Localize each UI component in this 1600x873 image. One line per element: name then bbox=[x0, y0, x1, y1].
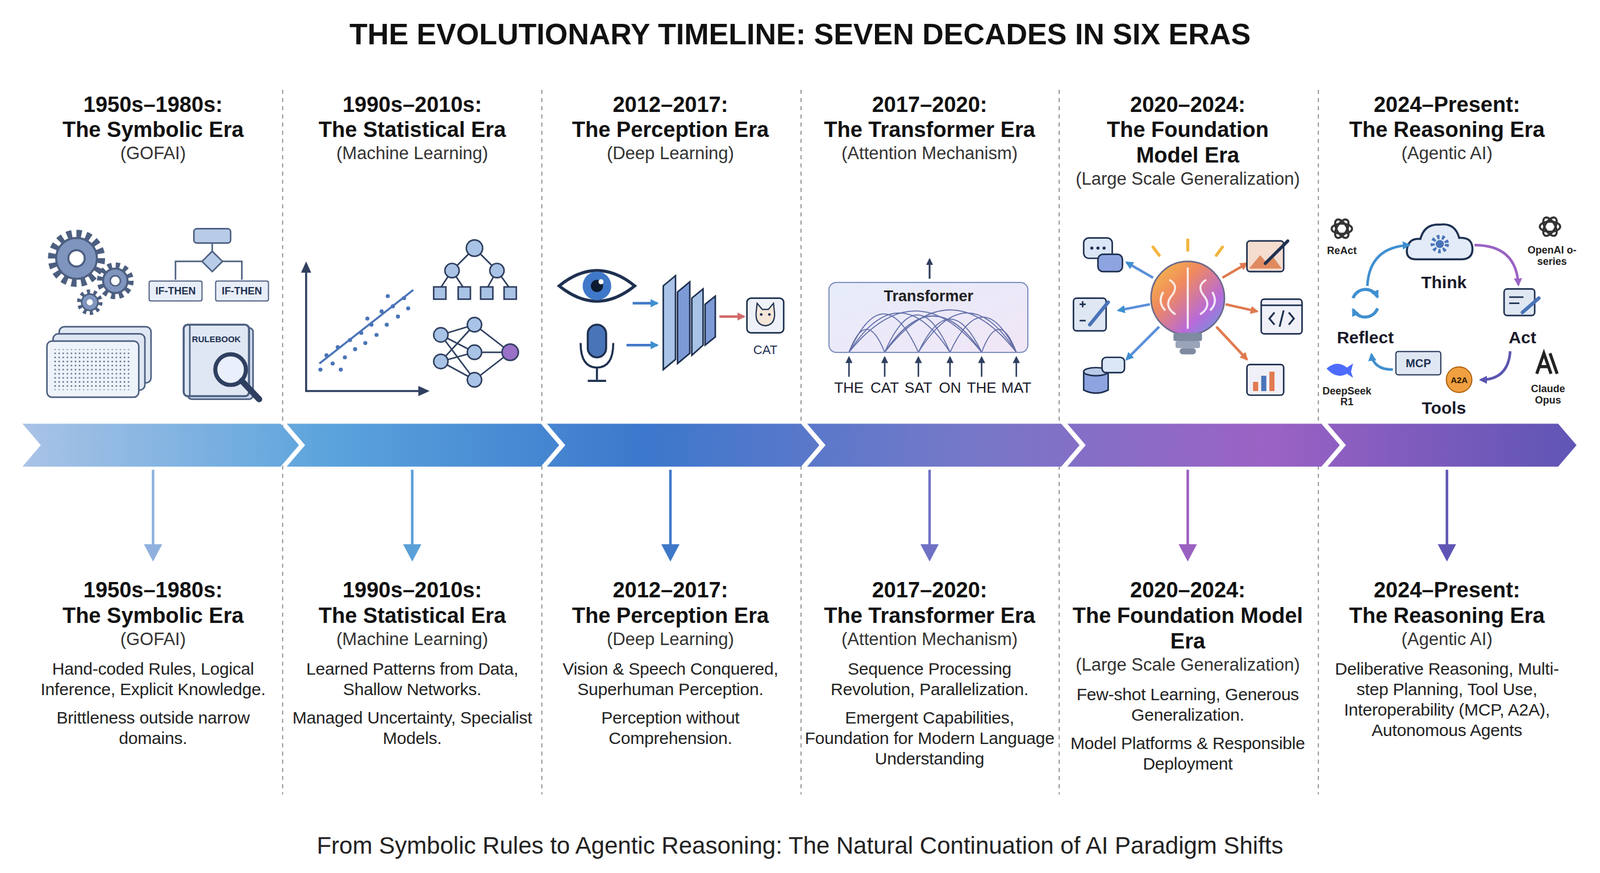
era-dates: 1990s–2010s: bbox=[287, 577, 538, 603]
era-subtitle: (GOFAI) bbox=[27, 142, 278, 165]
era-header-column: 2024–Present:The Reasoning Era(Agentic A… bbox=[1322, 92, 1573, 165]
era-dates: 2024–Present: bbox=[1322, 92, 1573, 118]
era-subtitle: (GOFAI) bbox=[27, 628, 278, 651]
era-subtitle: (Attention Mechanism) bbox=[804, 142, 1055, 165]
perception-icons bbox=[559, 270, 784, 381]
tool-box: MCP bbox=[1395, 351, 1441, 376]
era-description: Brittleness outside narrow domains. bbox=[27, 707, 278, 749]
diagram-title: THE EVOLUTIONARY TIMELINE: SEVEN DECADES… bbox=[0, 17, 1600, 52]
protocol-badge: A2A bbox=[1446, 366, 1473, 394]
rule-box: IF-THEN bbox=[214, 280, 269, 302]
reasoning-icons bbox=[1326, 215, 1561, 381]
era-subtitle: (Agentic AI) bbox=[1322, 142, 1573, 165]
symbolic-icons bbox=[47, 228, 260, 399]
era-description: Deliberative Reasoning, Multi-step Plann… bbox=[1322, 658, 1573, 741]
era-name: The Foundation Model Era bbox=[1062, 602, 1313, 654]
era-description: Model Platforms & Responsible Deployment bbox=[1062, 732, 1313, 774]
era-name: The Perception Era bbox=[545, 602, 796, 629]
statistical-icons bbox=[301, 239, 519, 397]
era-name: The Foundation Model Era bbox=[1079, 117, 1296, 169]
cycle-step-label: Tools bbox=[1421, 397, 1466, 419]
era-summary-column: 2017–2020:The Transformer Era(Attention … bbox=[804, 577, 1055, 769]
era-name: The Statistical Era bbox=[287, 117, 538, 143]
era-header-column: 2020–2024:The Foundation Model Era(Large… bbox=[1062, 92, 1313, 191]
logo-label: OpenAI o-series bbox=[1516, 244, 1589, 268]
era-dates: 1990s–2010s: bbox=[287, 92, 538, 118]
cycle-step-label: Reflect bbox=[1336, 327, 1394, 348]
era-subtitle: (Attention Mechanism) bbox=[804, 628, 1055, 651]
era-name: The Reasoning Era bbox=[1322, 117, 1573, 143]
era-dates: 1950s–1980s: bbox=[27, 577, 278, 603]
era-dates: 2012–2017: bbox=[545, 92, 796, 118]
era-header-column: 1990s–2010s:The Statistical Era(Machine … bbox=[287, 92, 538, 165]
era-summary-column: 2024–Present:The Reasoning Era(Agentic A… bbox=[1322, 577, 1573, 740]
cycle-step-label: Think bbox=[1421, 272, 1467, 293]
token-label: MAT bbox=[1001, 378, 1032, 397]
era-description: Perception without Comprehension. bbox=[545, 707, 796, 749]
era-header-column: 2012–2017:The Perception Era(Deep Learni… bbox=[545, 92, 796, 165]
era-description: Emergent Capabilities, Foundation for Mo… bbox=[804, 707, 1055, 769]
token-label: THE bbox=[834, 378, 864, 397]
era-dates: 2017–2020: bbox=[804, 92, 1055, 118]
era-header-column: 1950s–1980s:The Symbolic Era(GOFAI) bbox=[27, 92, 278, 165]
era-name: The Statistical Era bbox=[287, 602, 538, 629]
era-summary-column: 1990s–2010s:The Statistical Era(Machine … bbox=[287, 577, 538, 748]
node-text: IF-THEN bbox=[221, 284, 262, 297]
token-label: THE bbox=[967, 378, 997, 397]
era-subtitle: (Deep Learning) bbox=[545, 142, 796, 165]
era-dates: 2024–Present: bbox=[1322, 577, 1573, 603]
era-description: Few-shot Learning, Generous Generalizati… bbox=[1062, 684, 1313, 725]
token-label: CAT bbox=[870, 378, 899, 397]
icon-label: RULEBOOK bbox=[192, 334, 241, 344]
icon-label: CAT bbox=[753, 342, 778, 358]
diagram-caption: From Symbolic Rules to Agentic Reasoning… bbox=[0, 831, 1600, 860]
era-name: The Transformer Era bbox=[804, 602, 1055, 629]
transformer-box: Transformer bbox=[828, 281, 1029, 354]
foundation-icons bbox=[1073, 238, 1302, 396]
era-description: Hand-coded Rules, Logical Inference, Exp… bbox=[27, 658, 278, 700]
era-summary-column: 1950s–1980s:The Symbolic Era(GOFAI) Hand-… bbox=[27, 577, 278, 748]
era-name: The Reasoning Era bbox=[1322, 602, 1573, 629]
era-description: Sequence Processing Revolution, Parallel… bbox=[804, 658, 1055, 700]
era-description: Vision & Speech Conquered, Superhuman Pe… bbox=[545, 658, 796, 700]
era-subtitle: (Agentic AI) bbox=[1322, 628, 1573, 651]
era-dates: 2017–2020: bbox=[804, 577, 1055, 603]
era-subtitle: (Machine Learning) bbox=[287, 142, 538, 165]
era-name: The Symbolic Era bbox=[27, 117, 278, 143]
logo-label: DeepSeek R1 bbox=[1318, 385, 1376, 409]
era-subtitle: (Large Scale Generalization) bbox=[1062, 168, 1313, 191]
token-label: SAT bbox=[904, 378, 933, 397]
node-text: MCP bbox=[1405, 356, 1431, 370]
era-dates: 2020–2024: bbox=[1062, 577, 1313, 603]
era-subtitle: (Large Scale Generalization) bbox=[1062, 653, 1313, 677]
era-summary-column: 2020–2024:The Foundation Model Era(Large… bbox=[1062, 577, 1313, 774]
rule-box: IF-THEN bbox=[148, 280, 203, 302]
timeline-chevrons bbox=[22, 423, 1577, 467]
era-summary-column: 2012–2017:The Perception Era(Deep Learni… bbox=[545, 577, 796, 748]
logo-label: ReAct bbox=[1327, 245, 1357, 257]
era-description: Managed Uncertainty, Specialist Models. bbox=[287, 707, 538, 749]
era-dates: 2012–2017: bbox=[545, 577, 796, 603]
node-text: A2A bbox=[1450, 375, 1468, 385]
era-description: Learned Patterns from Data, Shallow Netw… bbox=[287, 658, 538, 700]
cycle-step-label: Act bbox=[1508, 327, 1536, 348]
era-subtitle: (Deep Learning) bbox=[545, 628, 796, 651]
down-arrows bbox=[143, 469, 1457, 562]
node-text: IF-THEN bbox=[155, 284, 196, 297]
era-dates: 1950s–1980s: bbox=[27, 92, 278, 118]
era-subtitle: (Machine Learning) bbox=[287, 628, 538, 651]
era-header-column: 2017–2020:The Transformer Era(Attention … bbox=[804, 92, 1055, 165]
era-name: The Transformer Era bbox=[804, 117, 1055, 143]
era-dates: 2020–2024: bbox=[1062, 92, 1313, 118]
logo-label: Claude Opus bbox=[1519, 383, 1577, 407]
token-label: ON bbox=[939, 378, 962, 397]
era-name: The Perception Era bbox=[545, 117, 796, 143]
node-text: Transformer bbox=[884, 287, 974, 305]
transformer-icons bbox=[828, 259, 1029, 377]
era-name: The Symbolic Era bbox=[27, 602, 278, 629]
